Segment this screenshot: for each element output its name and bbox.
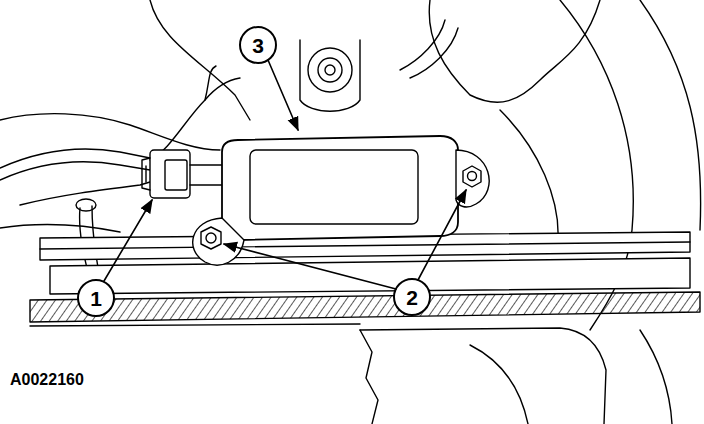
callout-circle [78,280,114,316]
callout-circle [240,27,276,63]
harness-tape [30,324,360,326]
harness-tape [30,292,700,322]
electrical-connector [150,150,190,198]
wire-harness [0,149,150,168]
wire-harness [205,66,216,100]
electrical-connector [165,160,187,190]
lower-panel [640,330,672,424]
mounting-stud [325,65,335,75]
leader-line [268,60,298,130]
mounting-stud [318,58,342,82]
body-panel [0,114,220,150]
sensor-body [222,136,458,240]
body-panel [640,0,701,230]
wire-harness [400,20,445,70]
wire-clip [76,199,96,211]
callout-circle [394,279,430,315]
mounting-nut [468,172,477,181]
body-panel [0,225,120,232]
leader-line [224,244,396,289]
lower-panel [360,330,378,424]
callout-number: 2 [406,287,418,308]
mounting-nut [201,227,221,249]
wire-harness [410,28,458,78]
wire-harness [0,162,150,180]
mounting-nut [463,166,481,187]
lower-panel [360,328,606,424]
leader-line [104,200,152,281]
body-panel [429,0,600,102]
body-panel [500,110,558,240]
callout-number: 3 [252,35,264,56]
harness-tape [40,242,690,249]
harness-tape [50,258,690,294]
figure-id: A0022160 [10,372,84,388]
callout-number: 1 [90,288,102,309]
wire-harness [20,182,150,205]
mounting-stud [308,48,352,92]
lower-panel [470,345,528,424]
leader-line [418,190,466,280]
body-panel [150,0,250,120]
mounting-ear [193,218,244,265]
bracket [300,40,360,111]
mounting-nut [206,233,216,243]
sensor-label-panel [250,150,418,224]
